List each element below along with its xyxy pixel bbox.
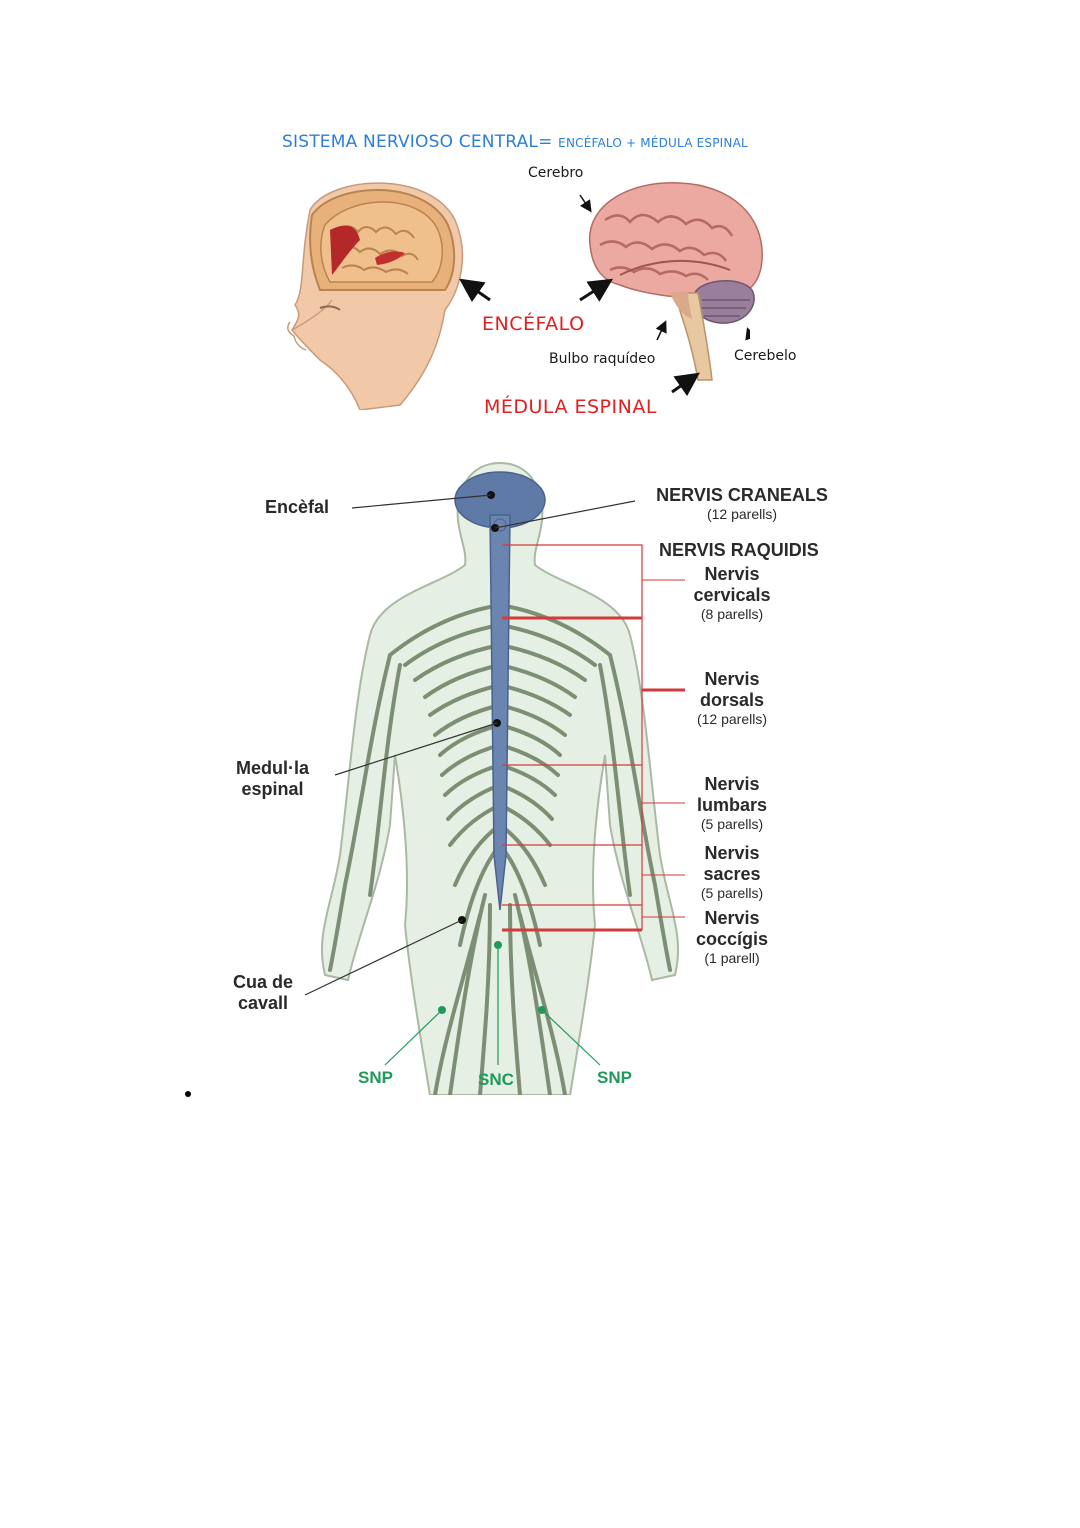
- sacres-block: Nervis sacres (5 parells): [672, 843, 792, 901]
- dorsals-block: Nervis dorsals (12 parells): [672, 669, 792, 727]
- cua-label-line1: Cua de: [233, 972, 294, 992]
- encefalo-label: ENCÉFALO: [482, 313, 585, 335]
- dorsals-line2: dorsals: [699, 690, 765, 710]
- brain-illustration: [589, 182, 763, 381]
- medula-label: MÉDULA ESPINAL: [484, 396, 657, 418]
- bulbo-arrow: [655, 320, 667, 341]
- nervous-system-illustration: [304, 461, 685, 1095]
- title-main: SISTEMA NERVIOSO CENTRAL=: [282, 132, 553, 152]
- cerebelo-arrow: [745, 327, 750, 341]
- dorsals-line1: Nervis: [704, 669, 760, 689]
- top-arrows: [459, 194, 750, 397]
- craneals-sub: (12 parells): [706, 506, 778, 522]
- dorsals-sub: (12 parells): [696, 711, 768, 727]
- encefal-label: Encèfal: [265, 497, 330, 517]
- cerebro-label: Cerebro: [528, 165, 584, 181]
- lumbars-line2: lumbars: [696, 795, 768, 815]
- head-brain-illustration: [287, 182, 464, 410]
- medula-arrow: [671, 372, 700, 397]
- cervicals-sub: (8 parells): [700, 606, 764, 622]
- snp-right-label: SNP: [597, 1068, 632, 1087]
- coccigis-block: Nervis coccígis (1 parell): [672, 908, 792, 966]
- medulla-label: Medul·la espinal: [236, 758, 309, 800]
- cervicals-line2: cervicals: [693, 585, 771, 605]
- cua-label-line2: cavall: [237, 993, 289, 1013]
- snc-label: SNC: [478, 1070, 514, 1089]
- medulla-label-line1: Medul·la: [236, 758, 310, 778]
- title-small: ENCÉFALO + MÉDULA ESPINAL: [558, 136, 748, 150]
- cervicals-line1: Nervis: [704, 564, 760, 584]
- sacres-line1: Nervis: [704, 843, 760, 863]
- cerebelo-label: Cerebelo: [734, 348, 797, 364]
- cerebro-arrow: [579, 194, 592, 213]
- snp-left-label: SNP: [358, 1068, 393, 1087]
- craneals-title: NERVIS CRANEALS: [656, 485, 828, 505]
- encefalo-arrow-left: [459, 278, 491, 303]
- coccigis-line2: coccígis: [695, 929, 769, 949]
- cua-label: Cua de cavall: [233, 972, 293, 1014]
- medulla-label-line2: espinal: [241, 779, 304, 799]
- list-bullet: [185, 1091, 191, 1097]
- lumbars-sub: (5 parells): [700, 816, 764, 832]
- sacres-line2: sacres: [703, 864, 761, 884]
- top-title: SISTEMA NERVIOSO CENTRAL= ENCÉFALO + MÉD…: [282, 132, 748, 152]
- coccigis-line1: Nervis: [704, 908, 760, 928]
- bulbo-label: Bulbo raquídeo: [549, 351, 656, 367]
- lumbars-line1: Nervis: [704, 774, 760, 794]
- cervicals-block: Nervis cervicals (8 parells): [672, 564, 792, 622]
- coccigis-sub: (1 parell): [704, 950, 760, 966]
- sacres-sub: (5 parells): [700, 885, 764, 901]
- encefalo-arrow-right: [579, 278, 614, 302]
- raquidis-title: NERVIS RAQUIDIS: [659, 540, 819, 560]
- lumbars-block: Nervis lumbars (5 parells): [672, 774, 792, 832]
- craneals-block: NERVIS CRANEALS (12 parells): [646, 485, 838, 522]
